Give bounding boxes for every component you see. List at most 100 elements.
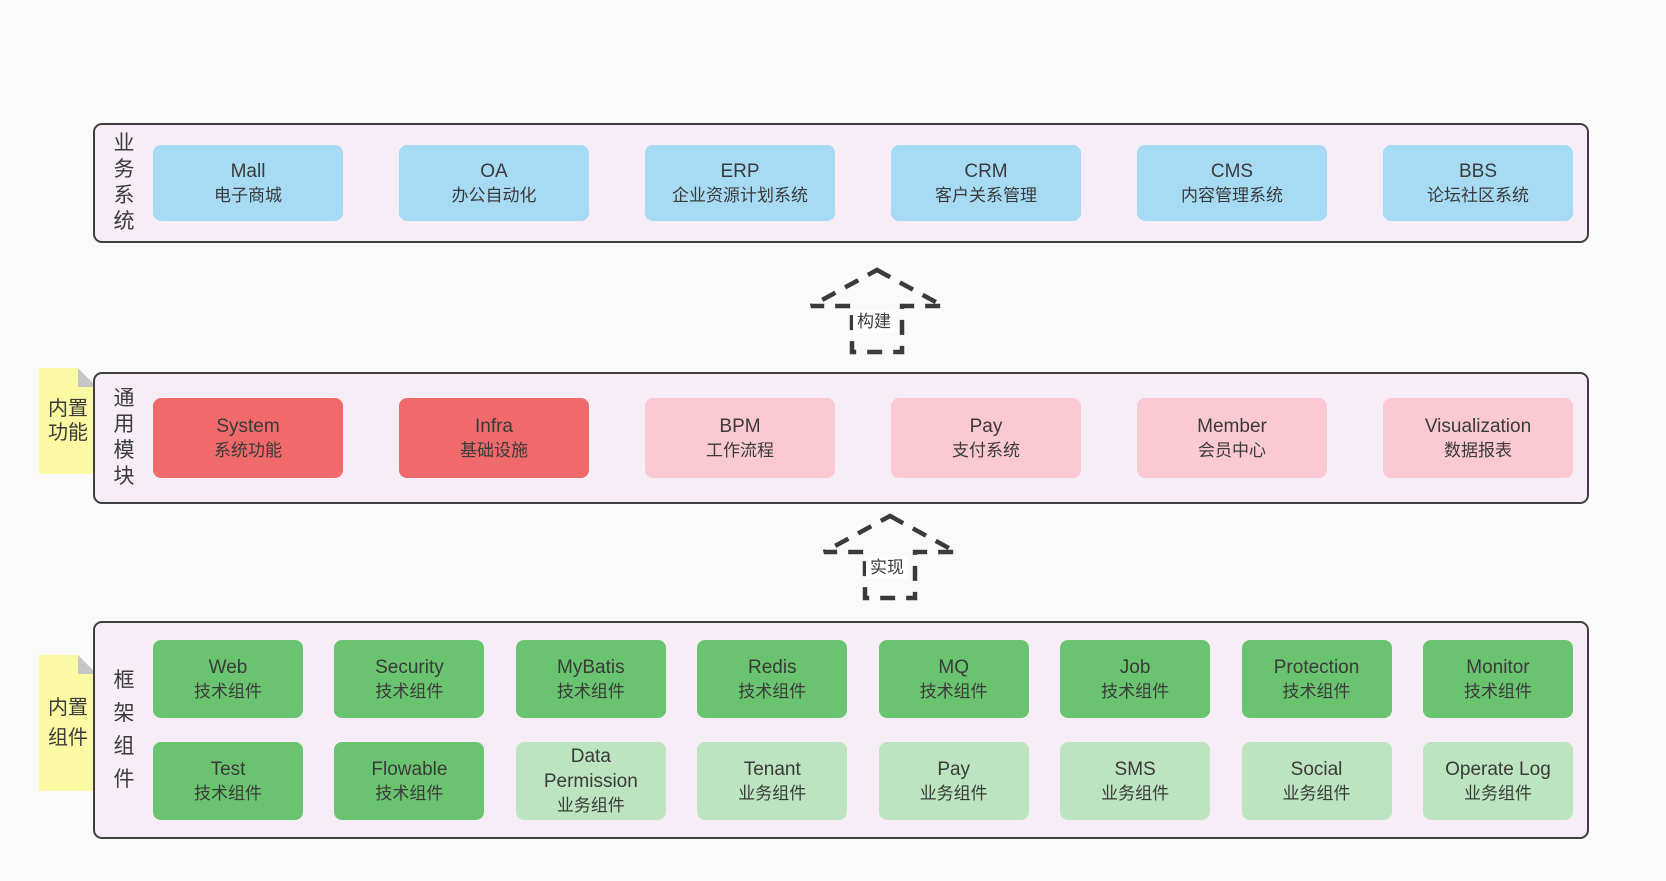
box-subtitle: 业务组件	[1282, 783, 1351, 803]
band-vertical-label: 框架组件	[113, 669, 135, 791]
framework-boxes-grid: Web 技术组件 Security 技术组件 MyBatis 技术组件 Redi…	[141, 640, 1587, 820]
box-subtitle: 技术组件	[375, 783, 444, 803]
box-title: MQ	[938, 656, 969, 678]
box-subtitle: 数据报表	[1444, 440, 1512, 460]
box-title: Member	[1197, 415, 1267, 437]
box-visualization: Visualization 数据报表	[1383, 398, 1573, 478]
box-subtitle: 技术组件	[1101, 681, 1170, 701]
box-subtitle: 技术组件	[1463, 681, 1532, 701]
box-mall: Mall 电子商城	[153, 145, 343, 221]
box-subtitle: 支付系统	[952, 440, 1020, 460]
dashed-up-arrow-icon	[809, 267, 945, 355]
box-erp: ERP 企业资源计划系统	[645, 145, 835, 221]
box-web: Web 技术组件	[153, 640, 303, 718]
box-social: Social 业务组件	[1241, 742, 1392, 820]
box-pay-module: Pay 支付系统	[891, 398, 1081, 478]
box-subtitle: 业务组件	[556, 796, 625, 815]
box-title: Protection	[1273, 656, 1360, 678]
box-title: Tenant	[743, 758, 801, 780]
band-common-modules: 通用模块 System 系统功能 Infra 基础设施 BPM 工作流程 Pay…	[93, 372, 1589, 504]
box-title: Data Permission	[543, 746, 638, 792]
box-member: Member 会员中心	[1137, 398, 1327, 478]
box-title: BPM	[719, 415, 761, 437]
box-infra: Infra 基础设施	[399, 398, 589, 478]
note-label: 内置功能	[48, 398, 88, 444]
box-title: System	[216, 415, 280, 437]
box-flowable: Flowable 技术组件	[334, 742, 485, 820]
box-subtitle: 业务组件	[1101, 783, 1170, 803]
box-title: Security	[375, 656, 444, 678]
framework-row-2: Test 技术组件 Flowable 技术组件 Data Permission …	[153, 742, 1573, 820]
box-sms: SMS 业务组件	[1060, 742, 1211, 820]
box-tenant: Tenant 业务组件	[697, 742, 848, 820]
arrow-label: 实现	[866, 557, 908, 579]
box-title: CRM	[964, 160, 1008, 182]
box-mybatis: MyBatis 技术组件	[515, 640, 666, 718]
box-title: Monitor	[1466, 656, 1530, 678]
box-subtitle: 会员中心	[1198, 440, 1266, 460]
box-title: SMS	[1114, 758, 1156, 780]
box-subtitle: 业务组件	[919, 783, 988, 803]
box-title: Operate Log	[1445, 758, 1551, 780]
box-title: Visualization	[1424, 415, 1532, 437]
box-operate-log: Operate Log 业务组件	[1422, 742, 1573, 820]
box-subtitle: 系统功能	[214, 440, 282, 460]
box-title: MyBatis	[557, 656, 625, 678]
box-title: Web	[208, 656, 248, 678]
box-bbs: BBS 论坛社区系统	[1383, 145, 1573, 221]
box-subtitle: 论坛社区系统	[1427, 185, 1529, 205]
box-title: Pay	[937, 758, 971, 780]
sticky-note-built-in-functions: 内置功能	[39, 368, 97, 474]
band-vertical-label: 通用模块	[113, 387, 135, 488]
box-subtitle: 企业资源计划系统	[672, 185, 808, 205]
box-title: Social	[1290, 758, 1343, 780]
box-bpm: BPM 工作流程	[645, 398, 835, 478]
box-title: Job	[1119, 656, 1151, 678]
box-title: Infra	[474, 415, 514, 437]
sticky-note-built-in-components: 内置组件	[39, 655, 97, 791]
business-boxes-row: Mall 电子商城 OA 办公自动化 ERP 企业资源计划系统 CRM 客户关系…	[141, 145, 1587, 221]
arrow-label: 构建	[853, 311, 895, 333]
box-test: Test 技术组件	[153, 742, 303, 820]
box-job: Job 技术组件	[1060, 640, 1211, 718]
box-title: Test	[210, 758, 246, 780]
box-title: CMS	[1210, 160, 1254, 182]
box-crm: CRM 客户关系管理	[891, 145, 1081, 221]
box-subtitle: 电子商城	[214, 185, 282, 205]
box-subtitle: 技术组件	[194, 783, 262, 803]
box-subtitle: 内容管理系统	[1181, 185, 1283, 205]
box-title: Pay	[969, 415, 1003, 437]
box-title: BBS	[1458, 160, 1498, 182]
box-title: ERP	[720, 160, 760, 182]
box-subtitle: 技术组件	[375, 681, 444, 701]
box-subtitle: 业务组件	[738, 783, 807, 803]
box-subtitle: 工作流程	[706, 440, 774, 460]
build-arrow: 构建	[807, 266, 947, 356]
box-title: Mall	[230, 160, 266, 182]
box-subtitle: 技术组件	[738, 681, 807, 701]
box-subtitle: 办公自动化	[451, 185, 537, 205]
band-vertical-label: 业务系统	[113, 132, 135, 233]
box-mq: MQ 技术组件	[878, 640, 1029, 718]
box-subtitle: 基础设施	[460, 440, 528, 460]
box-title: OA	[480, 160, 508, 182]
box-title: Flowable	[371, 758, 448, 780]
box-subtitle: 技术组件	[919, 681, 988, 701]
box-redis: Redis 技术组件	[697, 640, 848, 718]
box-pay-component: Pay 业务组件	[878, 742, 1029, 820]
box-subtitle: 业务组件	[1463, 783, 1532, 803]
box-protection: Protection 技术组件	[1241, 640, 1392, 718]
box-title: Redis	[747, 656, 797, 678]
box-security: Security 技术组件	[334, 640, 485, 718]
framework-row-1: Web 技术组件 Security 技术组件 MyBatis 技术组件 Redi…	[153, 640, 1573, 718]
band-framework-components: 框架组件 Web 技术组件 Security 技术组件 MyBatis 技术组件…	[93, 621, 1589, 839]
band-business-systems: 业务系统 Mall 电子商城 OA 办公自动化 ERP 企业资源计划系统 CRM…	[93, 123, 1589, 243]
box-subtitle: 技术组件	[1282, 681, 1351, 701]
module-boxes-row: System 系统功能 Infra 基础设施 BPM 工作流程 Pay 支付系统…	[141, 398, 1587, 478]
dashed-up-arrow-icon	[822, 513, 958, 601]
box-cms: CMS 内容管理系统	[1137, 145, 1327, 221]
note-label: 内置组件	[48, 697, 88, 749]
box-data-permission: Data Permission 业务组件	[515, 742, 666, 820]
box-oa: OA 办公自动化	[399, 145, 589, 221]
box-monitor: Monitor 技术组件	[1422, 640, 1573, 718]
